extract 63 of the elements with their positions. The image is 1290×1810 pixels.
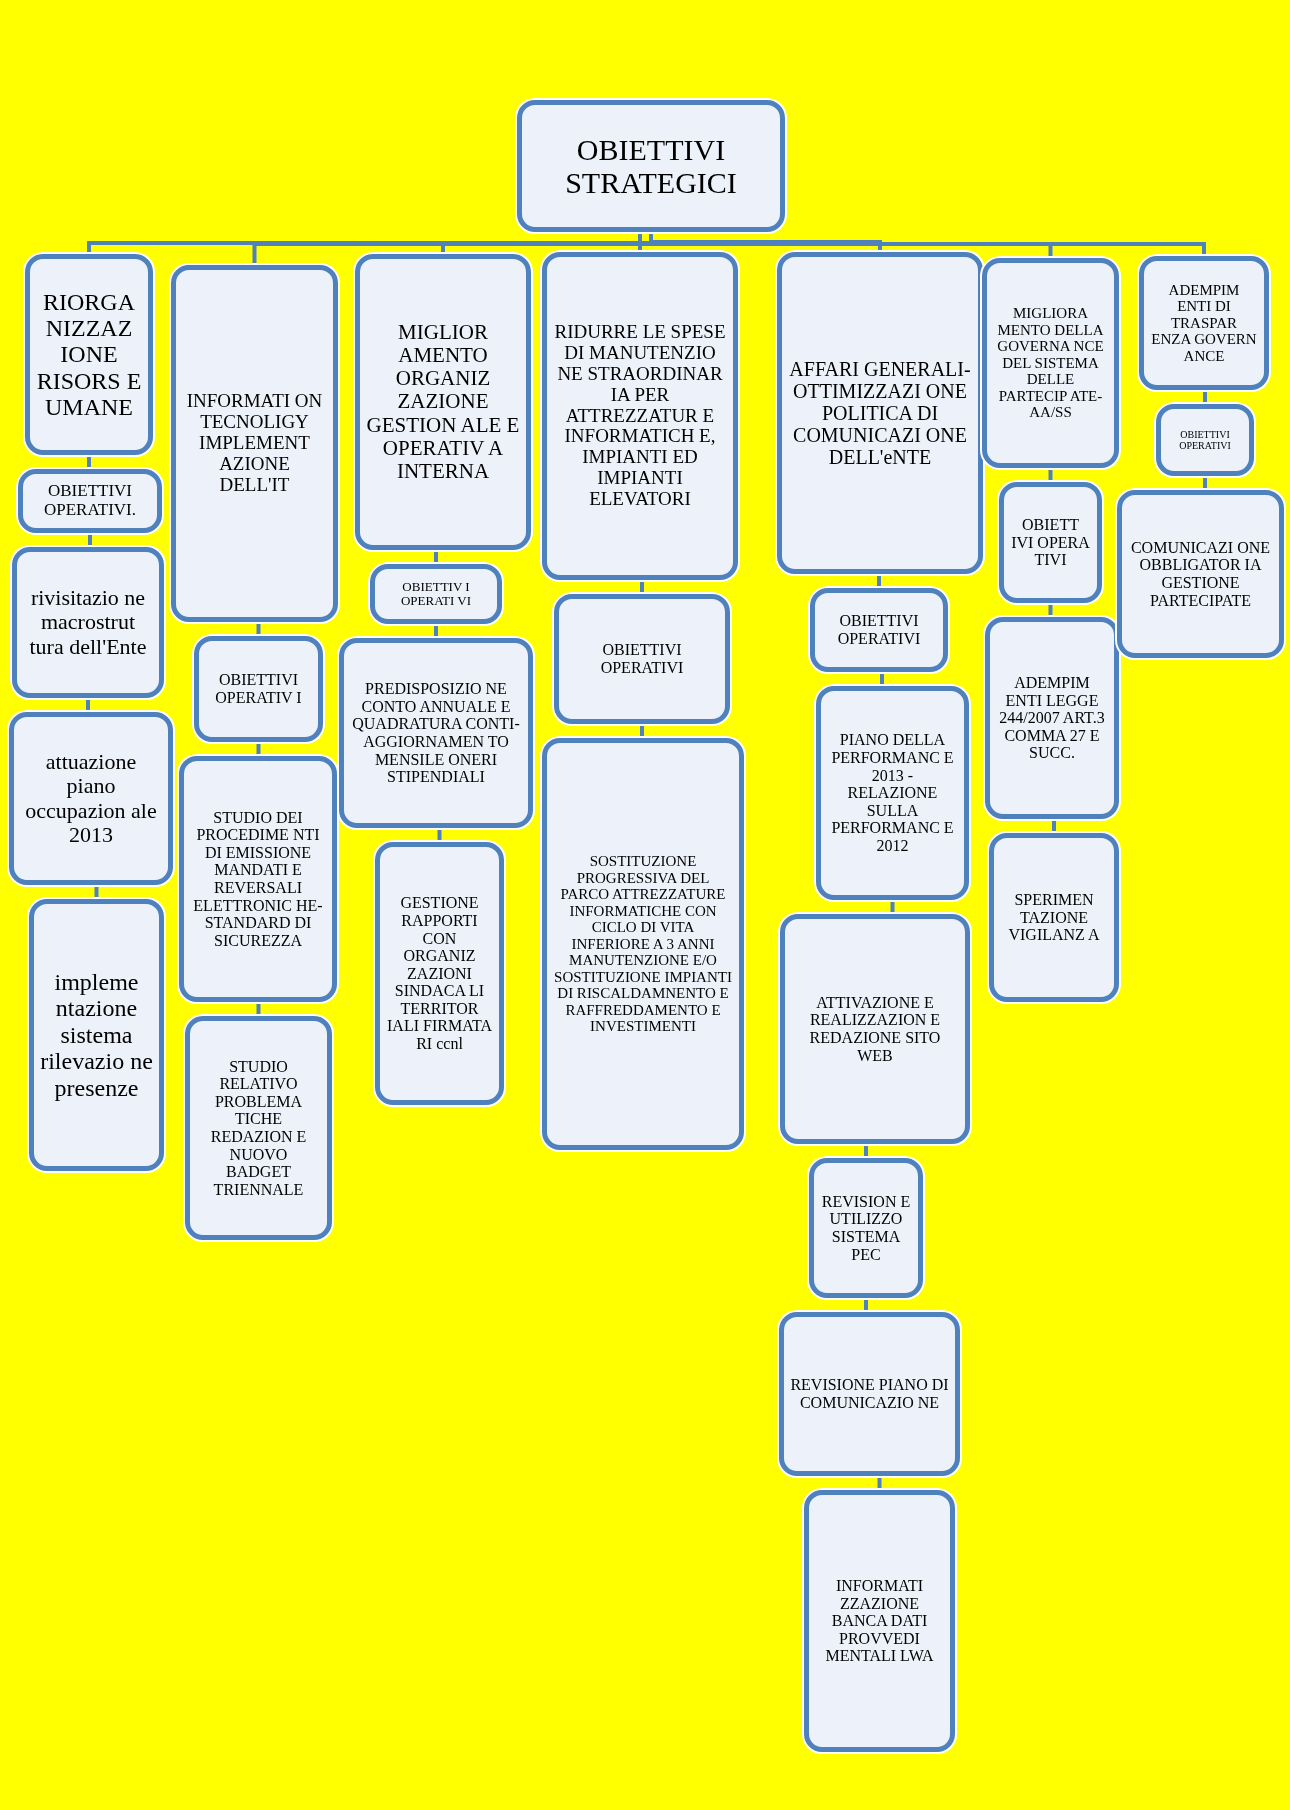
rounded-box	[809, 1158, 923, 1298]
rounded-box	[194, 636, 323, 742]
box-label: STUDIO DEI PROCEDIME NTI DI EMISSIONE MANDATI E REVERSALI ELETTRONIC HE- STANDARD DI SICUREZZA	[192, 808, 324, 950]
box-label: REVISIONE PIANO DI COMUNICAZIO NE	[790, 1376, 949, 1412]
box-label: RIDURRE LE SPESE DI MANUTENZIO NE STRAORDINAR IA PER ATTREZZATUR E INFORMATICH E, IMPIANTI ED IMPIANTI ELEVATORI	[553, 322, 727, 510]
box-label: GESTIONE RAPPORTI CON ORGANIZ ZAZIONI SINDACA LI TERRITOR IALI FIRMATA RI ccnl	[386, 894, 493, 1053]
rounded-box	[804, 1490, 955, 1752]
rounded-box	[1156, 404, 1254, 476]
rounded-box	[12, 547, 164, 698]
rounded-box	[999, 482, 1102, 603]
box-label: REVISION E UTILIZZO SISTEMA PEC	[820, 1192, 912, 1264]
box-label: OBIETTIVI OPERATIVI.	[42, 482, 138, 520]
rounded-box	[517, 100, 785, 232]
rounded-box	[982, 258, 1119, 468]
rounded-box	[25, 254, 153, 455]
box-label: OBIETT IVI OPERA TIVI	[1010, 516, 1091, 569]
rounded-box	[355, 254, 531, 550]
box-label: MIGLIOR AMENTO ORGANIZ ZAZIONE GESTION ALE E OPERATIV A INTERNA	[366, 321, 520, 483]
box-label: SOSTITUZIONE PROGRESSIVA DEL PARCO ATTREZZATURE INFORMATICHE CON CICLO DI VITA INFERIORE A 3 ANNI MANUTENZIONE E/O SOSTITUZIONE IMPIANTI DI RISCALDAMNENTO E RAFFREDDAMENTO E INVESTIMENTI	[553, 853, 733, 1035]
rounded-box	[985, 617, 1119, 819]
rounded-box	[9, 712, 173, 885]
rounded-box	[18, 469, 162, 533]
rounded-box	[339, 638, 533, 828]
rounded-box	[816, 686, 969, 900]
box-label: rivisitazio ne macrostrut tura dell'Ente	[28, 586, 148, 659]
box-label: STUDIO RELATIVO PROBLEMA TICHE REDAZION E NUOVO BADGET TRIENNALE	[209, 1057, 308, 1199]
box-label: INFORMATI ZZAZIONE BANCA DATI PROVVEDI MENTALI LWA	[824, 1577, 935, 1665]
box-label: ATTIVAZIONE E REALIZZAZION E REDAZIONE SITO WEB	[808, 993, 942, 1065]
rounded-box	[179, 756, 337, 1002]
box-label: OBIETTIVI OPERATIVI	[836, 612, 922, 648]
rounded-box	[370, 564, 502, 624]
rounded-box	[29, 899, 164, 1171]
box-label: OBIETTIV I OPERATI VI	[399, 579, 473, 609]
rounded-box	[1117, 490, 1284, 658]
rounded-box	[1139, 256, 1269, 390]
rounded-box	[542, 252, 738, 580]
box-label: COMUNICAZI ONE OBBLIGATOR IA GESTIONE PARTECIPATE	[1129, 538, 1272, 610]
rounded-box	[542, 738, 744, 1150]
box-label: INFORMATI ON TECNOLIGY IMPLEMENT AZIONE DELL'IT	[185, 391, 324, 496]
box-label: attuazione piano occupazion ale 2013	[24, 750, 158, 847]
rounded-box	[810, 588, 948, 672]
box-label: RIORGA NIZZAZ IONE RISORS E UMANE	[36, 288, 142, 421]
rounded-box	[989, 833, 1119, 1002]
box-label: MIGLIORA MENTO DELLA GOVERNA NCE DEL SISTEMA DELLE PARTECIP ATE-AA/SS	[996, 305, 1105, 421]
box-label: OBIETTIVI OPERATIVI	[599, 641, 685, 677]
rounded-box	[554, 594, 730, 724]
rounded-box	[777, 252, 983, 574]
box-label: impleme ntazione sistema rilevazio ne presenze	[40, 969, 153, 1101]
box-label: SPERIMEN TAZIONE VIGILANZ A	[1007, 891, 1101, 944]
rounded-box	[185, 1016, 332, 1240]
box-label: PREDISPOSIZIO NE CONTO ANNUALE E QUADRATURA CONTI- AGGIORNAMEN TO MENSILE ONERI STIPENDIALI	[351, 680, 521, 786]
connector-line	[638, 232, 642, 252]
rounded-box	[375, 842, 504, 1105]
box-label: OBIETTIVI OPERATIVI	[1178, 429, 1232, 451]
rounded-box	[779, 1312, 960, 1476]
box-label: ADEMPIM ENTI DI TRASPAR ENZA GOVERN ANCE	[1150, 281, 1258, 365]
box-label: ADEMPIM ENTI LEGGE 244/2007 ART.3 COMMA 27 E SUCC.	[998, 674, 1106, 762]
box-label: OBIETTIVI OPERATIV I	[214, 671, 303, 707]
rounded-box	[171, 265, 338, 622]
box-label: OBIETTIVI STRATEGICI	[564, 133, 738, 199]
box-label: PIANO DELLA PERFORMANC E 2013 - RELAZIONE SULLA PERFORMANC E 2012	[830, 731, 955, 855]
rounded-box	[780, 914, 970, 1144]
box-label: AFFARI GENERALI- OTTIMIZZAZI ONE POLITICA DI COMUNICAZI ONE DELL'eNTE	[788, 358, 972, 468]
